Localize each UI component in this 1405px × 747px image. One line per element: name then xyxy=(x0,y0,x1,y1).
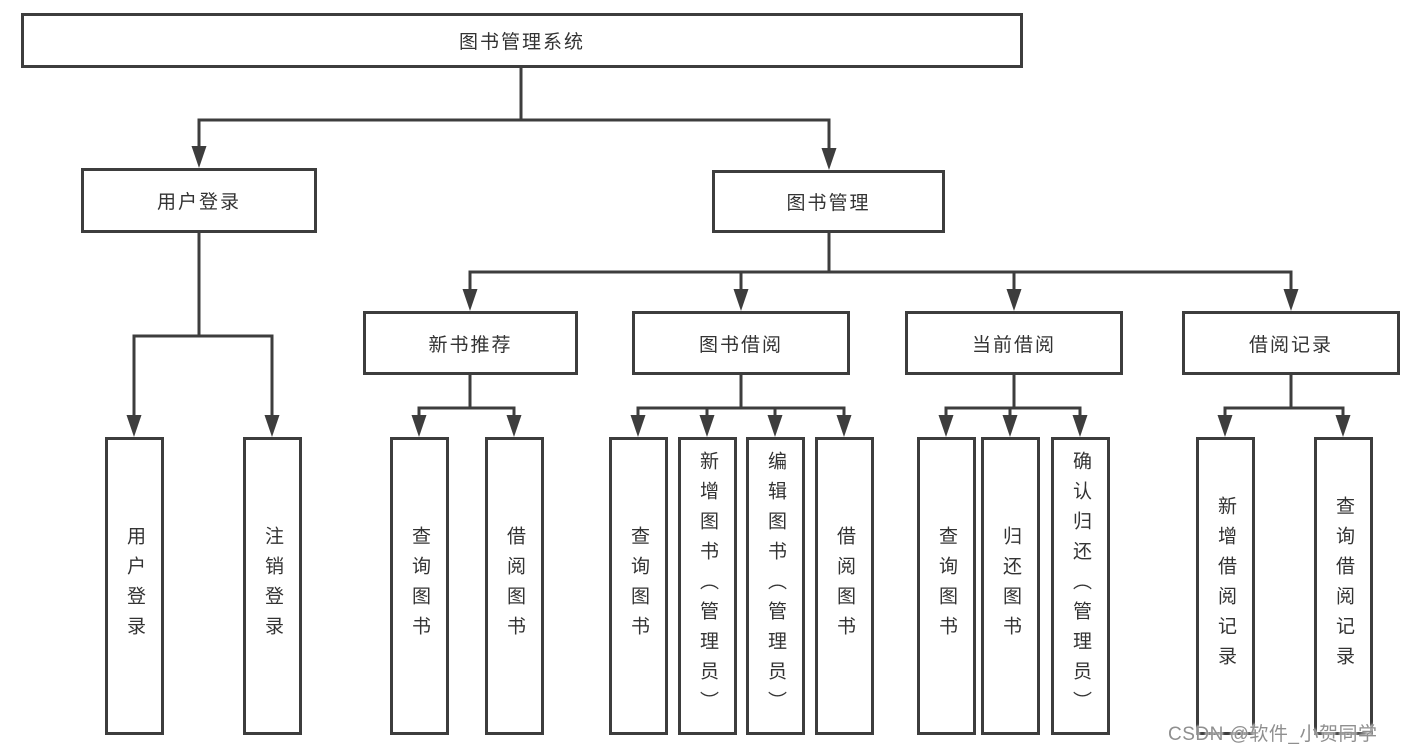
node-book-borrow: 图书借阅 xyxy=(632,311,850,375)
arrow-down-icon xyxy=(506,415,522,437)
node-library-management-system: 图书管理系统 xyxy=(21,13,1023,68)
node-user-login: 用户登录 xyxy=(81,168,317,233)
leaf-borrow-books: 借阅图书 xyxy=(815,437,874,735)
leaf-confirm-return-admin: 确认归还（管理员） xyxy=(1051,437,1110,735)
leaf-add-borrow-record: 新增借阅记录 xyxy=(1196,437,1255,735)
node-new-book-recommend: 新书推荐 xyxy=(363,311,578,375)
arrow-down-icon xyxy=(1217,415,1233,437)
arrow-down-icon xyxy=(821,148,837,170)
leaf-edit-books-admin: 编辑图书（管理员） xyxy=(746,437,805,735)
arrow-down-icon xyxy=(836,415,852,437)
arrow-down-icon xyxy=(126,415,142,437)
leaf-return-books: 归还图书 xyxy=(981,437,1040,735)
leaf-user-login: 用户登录 xyxy=(105,437,164,735)
node-current-borrow: 当前借阅 xyxy=(905,311,1123,375)
arrow-down-icon xyxy=(264,415,280,437)
leaf-query-books-borrow: 查询图书 xyxy=(609,437,668,735)
leaf-query-books-current: 查询图书 xyxy=(917,437,976,735)
arrow-down-icon xyxy=(411,415,427,437)
arrow-down-icon xyxy=(1072,415,1088,437)
node-borrow-records: 借阅记录 xyxy=(1182,311,1400,375)
connector-book-borrow-to-children xyxy=(636,375,846,416)
arrow-down-icon xyxy=(1283,289,1299,311)
arrow-down-icon xyxy=(938,415,954,437)
csdn-watermark: CSDN @软件_小贺同学 xyxy=(1168,724,1378,745)
connector-user-login-to-children xyxy=(132,233,274,416)
leaf-query-borrow-record: 查询借阅记录 xyxy=(1314,437,1373,735)
leaf-add-books-admin: 新增图书（管理员） xyxy=(678,437,737,735)
connector-new-book-to-children xyxy=(417,375,516,416)
arrow-down-icon xyxy=(191,146,207,168)
leaf-borrow-books-recommend: 借阅图书 xyxy=(485,437,544,735)
arrow-down-icon xyxy=(1002,415,1018,437)
arrow-down-icon xyxy=(1335,415,1351,437)
arrow-down-icon xyxy=(699,415,715,437)
leaf-query-books-recommend: 查询图书 xyxy=(390,437,449,735)
node-book-management: 图书管理 xyxy=(712,170,945,233)
connector-root-to-children xyxy=(197,68,831,150)
arrow-down-icon xyxy=(462,289,478,311)
leaf-logout: 注销登录 xyxy=(243,437,302,735)
arrow-down-icon xyxy=(733,289,749,311)
arrow-down-icon xyxy=(767,415,783,437)
connector-book-mgmt-to-children xyxy=(468,233,1293,290)
connector-current-borrow-to-children xyxy=(944,375,1082,416)
arrow-down-icon xyxy=(1006,289,1022,311)
connector-borrow-records-to-children xyxy=(1223,375,1345,416)
arrow-down-icon xyxy=(630,415,646,437)
